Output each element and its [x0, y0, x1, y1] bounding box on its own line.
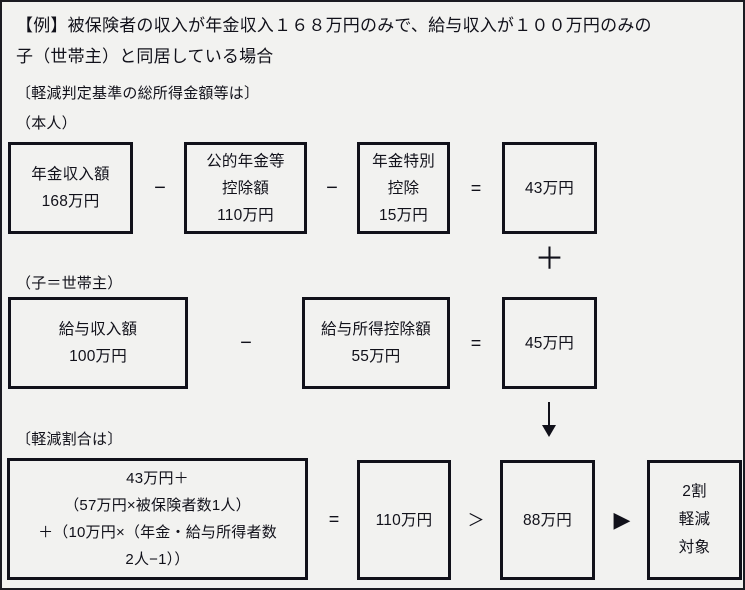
operator-plus-rows: ＋: [534, 243, 565, 276]
box-conclusion: 2割 軽減 対象: [647, 460, 742, 580]
box-salary-income: 給与収入額 100万円: [8, 297, 188, 389]
formula-line-1: 43万円＋: [126, 470, 189, 487]
operator-minus-1: −: [154, 177, 166, 199]
pension-special-deduction-label-2: 控除: [387, 179, 420, 197]
salary-deduction-label: 給与所得控除額: [321, 321, 431, 338]
public-pension-deduction-label-2: 控除額: [221, 179, 270, 197]
result-child-amount: 45万円: [524, 334, 575, 352]
conclusion-line-1: 2割: [682, 483, 707, 500]
box-pension-special-deduction: 年金特別 控除 15万円: [357, 142, 450, 234]
page-headline: 【例】被保険者の収入が年金収入１６８万円のみで、給与収入が１００万円のみの 子（…: [16, 16, 652, 66]
box-salary-deduction: 給与所得控除額 55万円: [302, 297, 450, 389]
salary-deduction-amount: 55万円: [351, 348, 401, 365]
threshold-amount: 88万円: [522, 511, 573, 529]
box-pension-income: 年金収入額 168万円: [8, 142, 133, 234]
caption-reduction-rate: 〔軽減割合は〕: [16, 431, 123, 448]
pension-income-label: 年金収入額: [31, 166, 110, 183]
conclusion-line-2: 軽減: [678, 511, 711, 528]
result-self-amount: 43万円: [524, 179, 575, 197]
total-amount: 110万円: [375, 511, 433, 529]
operator-equals-3: =: [328, 509, 340, 529]
operator-minus-3: −: [240, 332, 252, 354]
pension-income-amount: 168万円: [41, 193, 100, 210]
operator-equals-1: =: [470, 178, 482, 198]
box-reduction-formula: 43万円＋ （57万円×被保険者数1人） ＋（10万円×（年金・給与所得者数 2…: [7, 458, 308, 580]
salary-income-label: 給与収入額: [58, 321, 138, 338]
operator-greater-than: ＞: [467, 510, 485, 530]
box-result-child: 45万円: [502, 297, 597, 389]
box-total-amount: 110万円: [357, 460, 451, 580]
salary-income-amount: 100万円: [69, 348, 127, 365]
caption-self: （本人）: [16, 115, 77, 132]
arrow-down-icon: [527, 400, 571, 444]
operator-equals-2: =: [470, 333, 482, 353]
formula-line-4: 2人−1））: [125, 551, 190, 568]
box-threshold-amount: 88万円: [500, 460, 595, 580]
caption-child: （子＝世帯主）: [16, 275, 123, 292]
public-pension-deduction-amount: 110万円: [217, 206, 274, 224]
formula-line-3: ＋（10万円×（年金・給与所得者数: [38, 524, 277, 541]
public-pension-deduction-label-1: 公的年金等: [206, 152, 285, 170]
triangle-right-icon: ▶: [613, 507, 631, 532]
box-result-self: 43万円: [502, 142, 597, 234]
box-public-pension-deduction: 公的年金等 控除額 110万円: [184, 142, 307, 234]
pension-special-deduction-label-1: 年金特別: [372, 152, 435, 170]
pension-special-deduction-amount: 15万円: [378, 206, 429, 224]
formula-line-2: （57万円×被保険者数1人）: [64, 497, 251, 514]
conclusion-line-3: 対象: [678, 539, 711, 556]
caption-criteria: 〔軽減判定基準の総所得金額等は〕: [16, 85, 260, 102]
operator-minus-2: −: [326, 177, 338, 199]
